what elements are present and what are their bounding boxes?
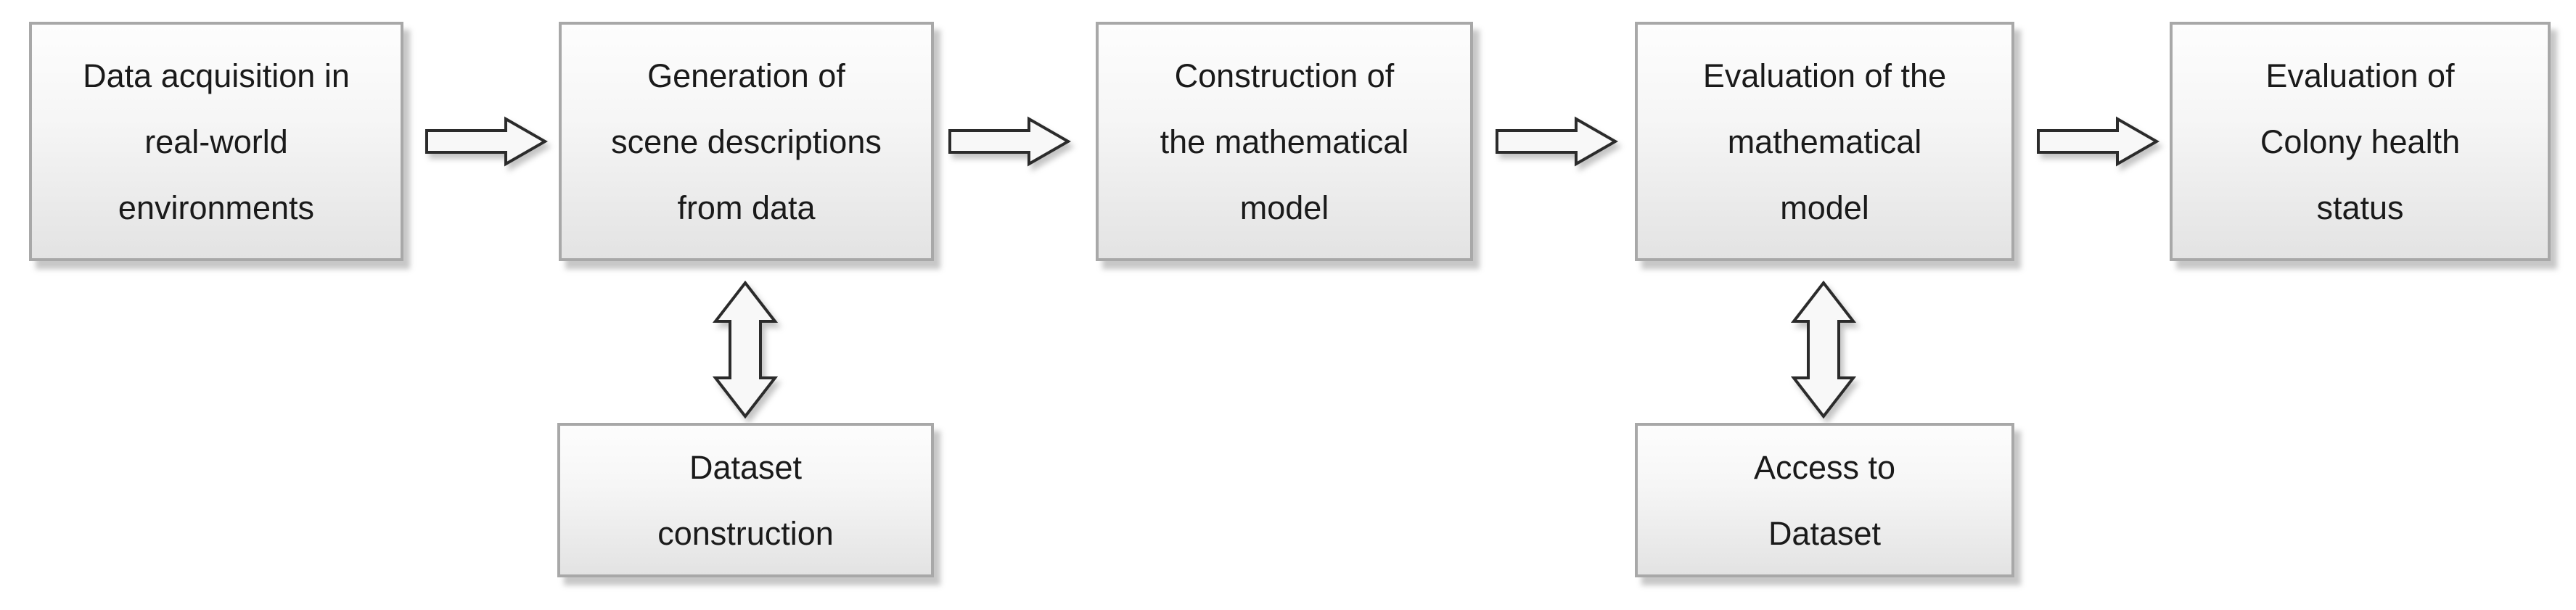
flow-box-label: Dataset construction [657,448,834,552]
flow-box-access-to-dataset: Access to Dataset [1635,423,2014,577]
flow-box-model-construction: Construction of the mathematical model [1096,22,1473,261]
flow-arrow-right-icon [1496,116,1618,167]
flow-box-label: Evaluation of Colony health status [2260,57,2461,226]
flow-arrow-vertical-icon [1791,281,1856,419]
flow-arrow-vertical-icon [713,281,778,419]
flow-box-label: Construction of the mathematical model [1160,57,1409,226]
flow-box-data-acquisition: Data acquisition in real-world environme… [29,22,403,261]
flow-arrow-right-icon [425,116,548,167]
flow-box-dataset-construction: Dataset construction [557,423,934,577]
flow-box-label: Data acquisition in real-world environme… [83,57,350,226]
flow-box-model-evaluation: Evaluation of the mathematical model [1635,22,2014,261]
flow-box-label: Evaluation of the mathematical model [1702,57,1947,226]
flow-box-label: Access to Dataset [1753,448,1896,552]
flow-arrow-right-icon [2037,116,2159,167]
flow-arrow-right-icon [948,116,1071,167]
flow-box-colony-health-evaluation: Evaluation of Colony health status [2170,22,2551,261]
flow-box-scene-descriptions: Generation of scene descriptions from da… [559,22,934,261]
flow-box-label: Generation of scene descriptions from da… [611,57,882,226]
